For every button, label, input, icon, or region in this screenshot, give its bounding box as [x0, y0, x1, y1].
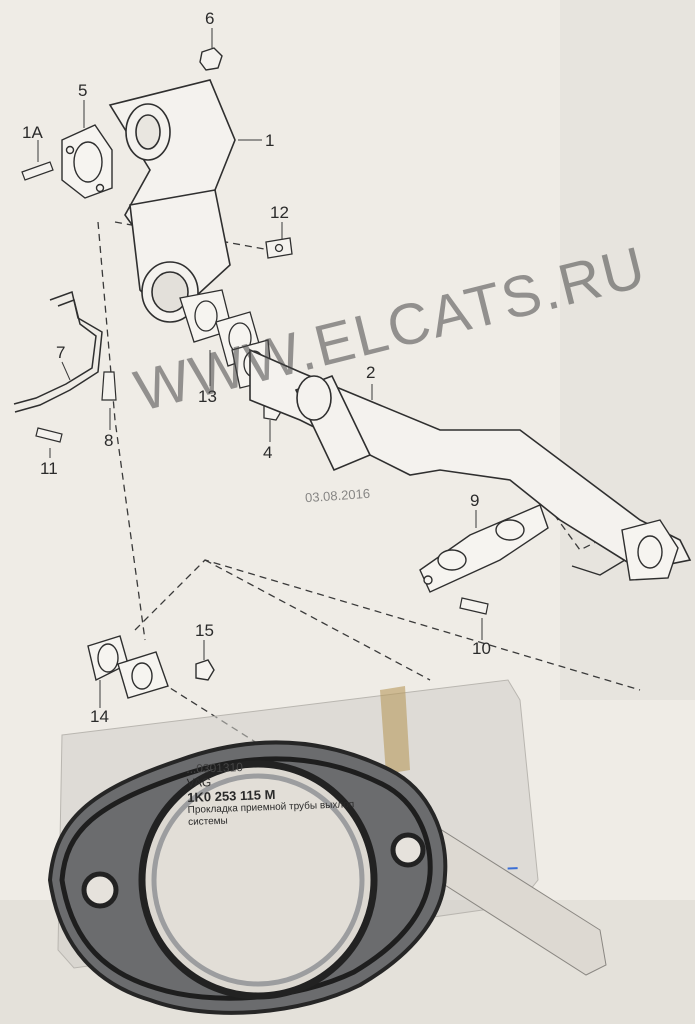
- callout-9: 9: [470, 491, 480, 510]
- callout-1a: 1A: [22, 123, 43, 142]
- callout-11: 11: [40, 459, 58, 478]
- callout-14: 14: [90, 707, 109, 726]
- callout-4: 4: [263, 443, 273, 462]
- callout-13: 13: [198, 387, 217, 406]
- callout-8: 8: [104, 431, 114, 450]
- callout-10: 10: [472, 639, 491, 658]
- callout-12: 12: [270, 203, 289, 222]
- callout-6: 6: [205, 9, 215, 28]
- callout-7: 7: [56, 343, 66, 362]
- callout-1: 1: [265, 131, 275, 150]
- callout-2: 2: [366, 363, 376, 382]
- bag-label: ...0301310 VAG 1K0 253 115 M Прокладка п…: [186, 755, 388, 829]
- callout-15: 15: [195, 621, 214, 640]
- callout-5: 5: [78, 81, 88, 100]
